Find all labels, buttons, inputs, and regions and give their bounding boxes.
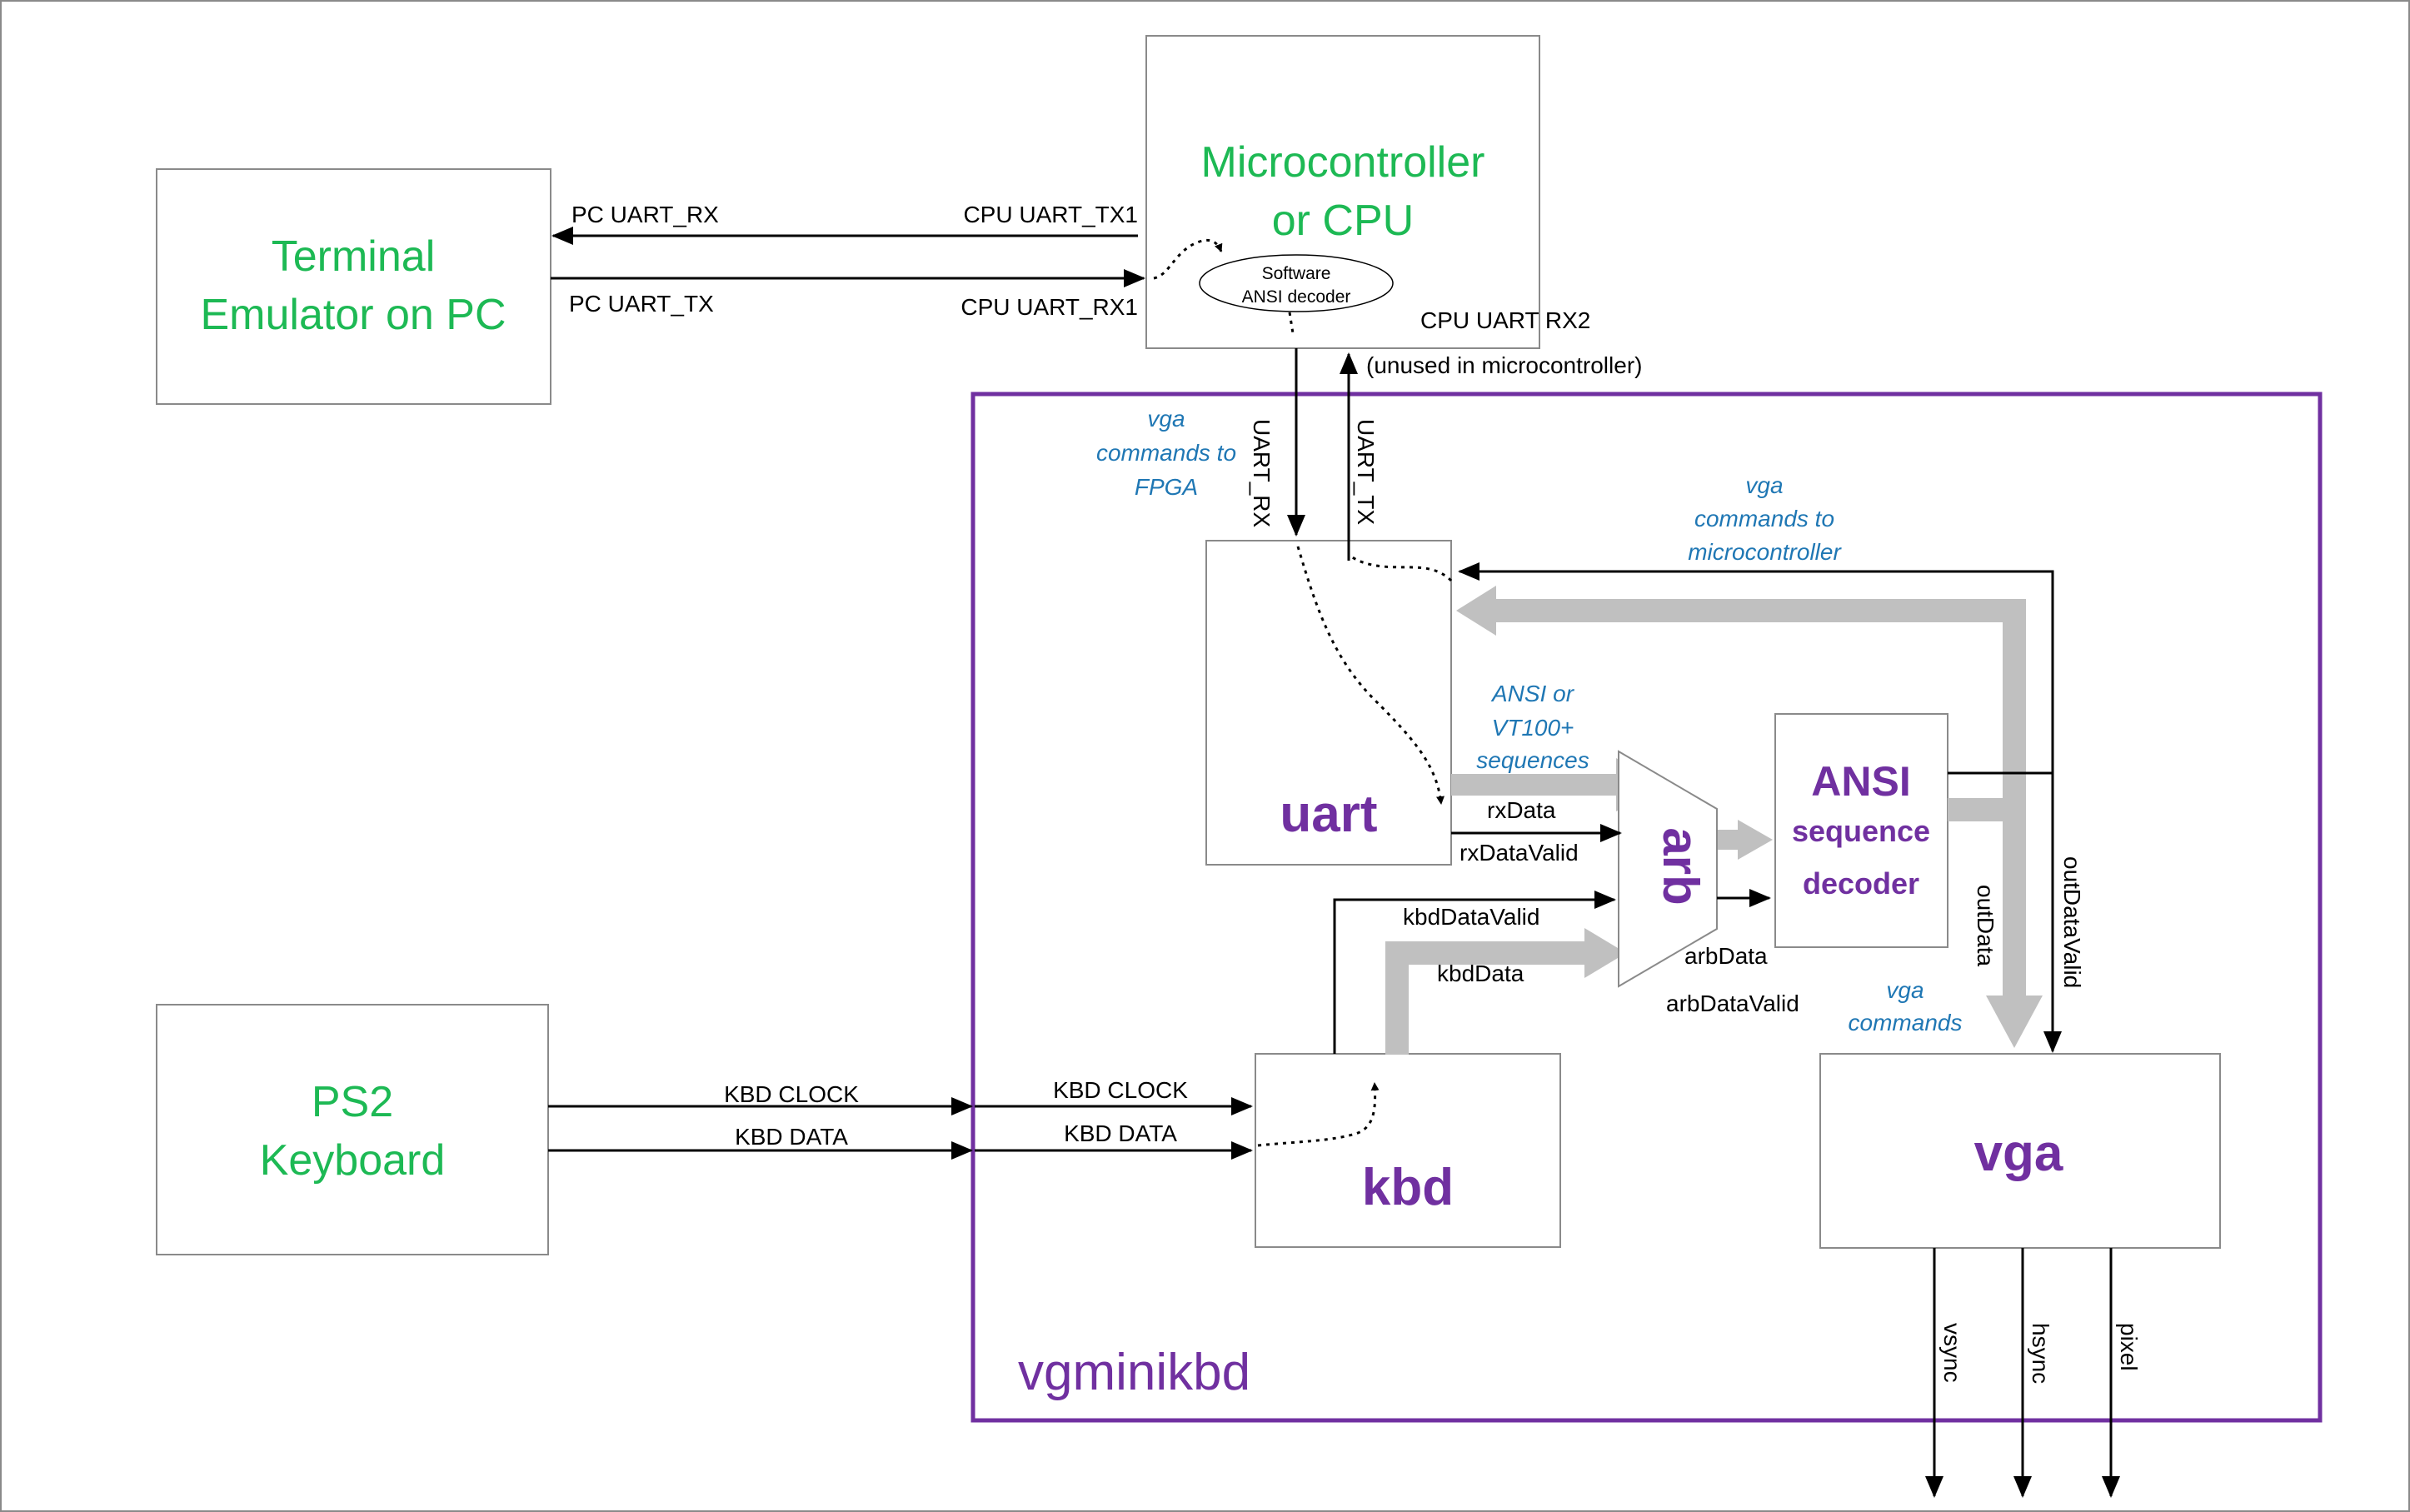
wire-kbddatavalid <box>1333 891 1616 1054</box>
label-unused-note: (unused in microcontroller) <box>1366 352 1642 378</box>
label-kbd-clock-int: KBD CLOCK <box>1053 1077 1188 1103</box>
note-vga-fpga-line1: vga <box>1147 406 1185 432</box>
label-rxdatavalid: rxDataValid <box>1459 840 1579 866</box>
software-decoder-line2: ANSI decoder <box>1242 287 1351 307</box>
label-cpu-uart-tx1: CPU UART_TX1 <box>963 202 1138 227</box>
label-kbddata: kbdData <box>1437 961 1524 986</box>
label-kbd-clock-ext: KBD CLOCK <box>724 1081 859 1107</box>
dotted-uart-rx-to-rxdata <box>1296 546 1445 805</box>
note-vga-commands-line1: vga <box>1886 977 1924 1003</box>
label-kbddatavalid: kbdDataValid <box>1403 904 1539 930</box>
dotted-rx1-to-decoder <box>1153 238 1223 280</box>
wire-outdatavalid-to-uart <box>1458 562 2054 775</box>
label-rxdata: rxData <box>1487 797 1556 823</box>
ansi-title-line3: decoder <box>1803 866 1919 901</box>
label-kbd-data-int: KBD DATA <box>1064 1120 1177 1146</box>
note-vga-fpga-line2: commands to <box>1096 440 1236 466</box>
kbd-title: kbd <box>1362 1159 1454 1216</box>
ansi-decoder-block: ANSI sequence decoder <box>1774 713 1948 948</box>
label-pc-uart-tx: PC UART_TX <box>569 291 714 317</box>
ansi-title-line1: ANSI <box>1811 758 1910 805</box>
arb-title: arb <box>1653 827 1709 905</box>
vgminikbd-container <box>970 392 2323 1423</box>
label-hsync: hsync <box>2028 1323 2053 1384</box>
note-vga-mcu-line2: commands to <box>1694 506 1834 531</box>
cpu-block: Microcontroller or CPU Software ANSI dec… <box>1145 35 1540 349</box>
terminal-title-line1: Terminal <box>272 232 436 281</box>
note-ansi-line2: VT100+ <box>1492 715 1574 741</box>
label-pixel: pixel <box>2116 1323 2142 1371</box>
vga-title: vga <box>1974 1125 2063 1182</box>
dotted-decoder-to-uart-rx <box>1288 312 1295 334</box>
label-outdata: outData <box>1973 885 1998 966</box>
software-decoder-line1: Software <box>1262 264 1331 283</box>
dotted-kbd-data-to-output <box>1257 1082 1380 1147</box>
kbd-block: kbd <box>1255 1053 1561 1248</box>
label-pc-uart-rx: PC UART_RX <box>571 202 719 227</box>
label-arbdata: arbData <box>1684 943 1768 969</box>
label-kbd-data-ext: KBD DATA <box>735 1124 848 1150</box>
label-uart-rx: UART_RX <box>1249 419 1275 528</box>
uart-block: uart <box>1205 540 1452 866</box>
label-arbdatavalid: arbDataValid <box>1666 991 1799 1016</box>
note-vga-commands-line2: commands <box>1849 1010 1963 1035</box>
cpu-title-line2: or CPU <box>1272 197 1414 245</box>
terminal-block: Terminal Emulator on PC <box>156 168 551 405</box>
note-vga-mcu-line1: vga <box>1745 472 1783 498</box>
note-vga-fpga-line3: FPGA <box>1135 474 1198 500</box>
ps2-keyboard-block: PS2 Keyboard <box>156 1004 549 1255</box>
note-ansi-line1: ANSI or <box>1490 681 1575 706</box>
terminal-title-line2: Emulator on PC <box>200 291 506 339</box>
label-cpu-uart-rx2: CPU UART RX2 <box>1420 307 1590 333</box>
ansi-title-line2: sequence <box>1792 814 1930 848</box>
label-uart-tx: UART_TX <box>1353 419 1379 525</box>
label-outdatavalid: outDataValid <box>2059 856 2085 988</box>
dotted-uart-cmd-to-tx <box>1347 552 1453 582</box>
note-ansi-line3: sequences <box>1476 747 1589 773</box>
vga-block: vga <box>1819 1053 2221 1249</box>
label-cpu-uart-rx1: CPU UART_RX1 <box>961 294 1138 320</box>
uart-title: uart <box>1280 786 1377 843</box>
arb-block: arb <box>1618 750 1718 988</box>
vgminikbd-label: vgminikbd <box>1018 1344 1250 1401</box>
software-ansi-decoder-ellipse <box>1199 254 1394 312</box>
note-vga-mcu-line3: microcontroller <box>1688 539 1842 565</box>
cpu-title-line1: Microcontroller <box>1201 138 1485 187</box>
label-vsync: vsync <box>1939 1323 1965 1383</box>
ps2-title-line1: PS2 <box>312 1078 393 1126</box>
ps2-title-line2: Keyboard <box>260 1136 446 1185</box>
